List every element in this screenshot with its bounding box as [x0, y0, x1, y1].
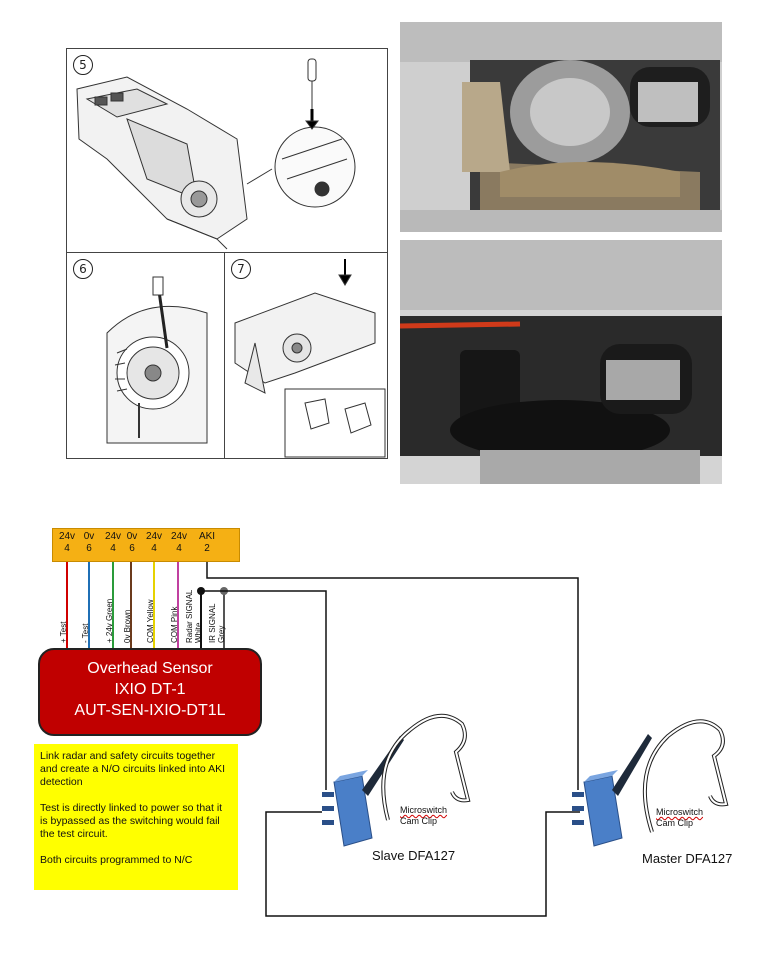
overhead-sensor-box: Overhead Sensor IXIO DT-1 AUT-SEN-IXIO-D…	[38, 648, 262, 736]
wire-slave-to-master	[265, 811, 580, 917]
gear-cam-drawing	[106, 276, 208, 444]
wire-aki-loop	[206, 560, 579, 790]
wire-label-com-pink: COM Pink	[170, 606, 179, 643]
cam-clip-insertion-drawing	[234, 259, 386, 458]
note-paragraph-1: Link radar and safety circuits together …	[40, 750, 226, 788]
instruction-panel-step6: 6	[66, 252, 226, 459]
wire-label-radar-signal: Radar SIGNAL	[185, 589, 194, 643]
wire-label-minus-test: - Test	[81, 623, 90, 643]
wire-signal-to-slave	[201, 590, 327, 790]
instruction-panel-step5: 5	[66, 48, 388, 254]
note-paragraph-2: Test is directly linked to power so that…	[40, 802, 223, 840]
master-clip-label: Microswitch Cam Clip	[656, 807, 704, 828]
wire-label-com-yellow: COM Yellow	[146, 599, 155, 643]
wire-label-ir-signal: IR SIGNAL	[208, 603, 217, 643]
wire-label-24v-green: + 24v Green	[105, 598, 114, 643]
step-number-6: 6	[73, 259, 93, 279]
master-microswitch	[572, 734, 652, 847]
wiring-note: Link radar and safety circuits together …	[34, 744, 238, 890]
sensor-title: Overhead Sensor	[87, 660, 213, 677]
note-paragraph-3: Both circuits programmed to N/C	[40, 854, 193, 866]
sensor-model: IXIO DT-1	[114, 681, 186, 698]
wire-label-grey: Grey	[217, 625, 226, 643]
slave-device-label: Slave DFA127	[372, 848, 456, 863]
instruction-panel-step7: 7	[224, 252, 388, 459]
gearbox-photo-bottom	[400, 240, 722, 484]
step-number-7: 7	[231, 259, 251, 279]
gearbox-photo-top	[400, 22, 722, 232]
sensor-part-number: AUT-SEN-IXIO-DT1L	[74, 702, 226, 719]
wire-label-0v-brown: 0v Brown	[123, 609, 132, 643]
motor-assembly-drawing	[76, 58, 356, 250]
master-device-label: Master DFA127	[642, 851, 733, 866]
step-number-5: 5	[73, 55, 93, 75]
wire-label-plus-test: + Test	[59, 621, 68, 643]
slave-clip-label: Microswitch Cam Clip	[400, 805, 448, 826]
wire-label-white: White	[194, 622, 203, 643]
